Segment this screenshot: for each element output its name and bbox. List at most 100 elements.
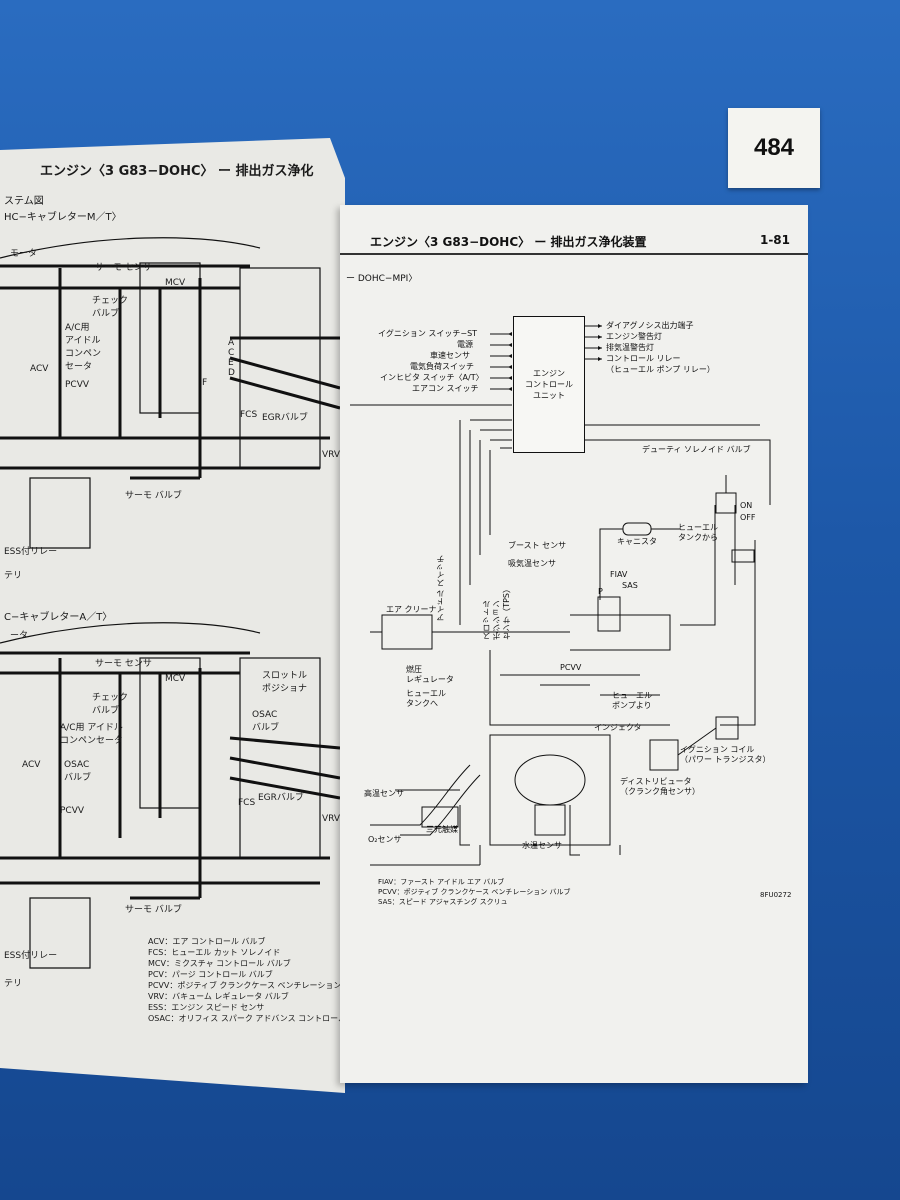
output-fuel-pump-relay: （ヒューエル ポンプ リレー） [606, 365, 715, 374]
upper-vrv-label: VRV [322, 450, 341, 460]
from-fuel-tank-label: ヒューエル タンクから [678, 523, 718, 542]
lower-ess-relay-label: ESS付リレー [4, 951, 58, 961]
upper-thermo-sensor-label: サーモ センサ [95, 263, 152, 273]
lower-fcs-label: FCS [238, 798, 256, 808]
input-power: 電源 [457, 340, 473, 349]
engine-control-unit: エンジン コントロール ユニット [513, 316, 585, 453]
right-legend-line: PCVV：ポジティブ クランクケース ベンチレーション バルブ [378, 888, 571, 896]
section-mt-title: HC−キャブレターM／T〉 [4, 212, 122, 223]
page-tag-card: 484 [728, 108, 820, 188]
input-vehicle-speed-sensor: 車速センサ [430, 351, 470, 360]
left-diagram-lines [0, 237, 341, 969]
left-legend-line: PCV：パージ コントロール バルブ [148, 970, 273, 979]
emission-system-diagram [350, 324, 771, 866]
output-exhaust-temp-warning-lamp: 排気温警告灯 [606, 343, 654, 352]
off-label: OFF [740, 513, 756, 522]
lower-egr-valve-label: EGRバルブ [258, 793, 304, 803]
upper-battery-label: テリ [4, 571, 23, 581]
lower-motor-label: ータ [10, 631, 29, 641]
ignition-coil-label: イグニション コイル （パワー トランジスタ） [680, 745, 771, 764]
o2-sensor-label: O₂センサ [368, 835, 402, 844]
upper-ac-idle-label: A/C用 アイドル コンペン セータ [65, 323, 102, 372]
upper-egr-valve-label: EGRバルブ [262, 413, 308, 423]
sas-label: SAS [622, 581, 638, 590]
upper-port-e: E [228, 358, 234, 368]
left-legend-line: PCVV：ポジティブ クランクケース ベンチレーション バルブ [148, 981, 368, 990]
right-legend: FIAV：ファースト アイドル エア バルブ PCVV：ポジティブ クランクケー… [378, 877, 570, 907]
left-page-header: エンジン〈3 G83−DOHC〉 ー 排出ガス浄化 [40, 164, 314, 179]
lower-battery-label: テリ [4, 979, 23, 989]
high-temp-sensor-label: 高温センサ [364, 789, 404, 798]
left-legend-line: ACV：エア コントロール バルブ [148, 937, 266, 946]
from-fuel-pump-label: ヒューエル ポンプより [612, 691, 652, 710]
header-rule [340, 253, 808, 255]
upper-thermo-valve-label: サーモ バルブ [125, 491, 182, 501]
left-legend-line: FCS：ヒューエル カット ソレノイド [148, 948, 281, 957]
distributor-label: ディストリビュータ （クランク角センサ） [620, 777, 700, 796]
right-page: エンジン〈3 G83−DOHC〉 ー 排出ガス浄化装置 1-81 ー DOHC−… [340, 205, 808, 1083]
right-legend-line: FIAV：ファースト アイドル エア バルブ [378, 878, 505, 886]
pcvv-label: PCVV [560, 663, 582, 672]
output-diagnosis-terminal: ダイアグノシス出力端子 [606, 321, 694, 330]
lower-throttle-positioner-label: スロットル ポジショナ [262, 671, 308, 694]
p-label: P [598, 587, 603, 596]
left-legend-line: ESS：エンジン スピード センサ [148, 1003, 265, 1012]
lower-osac-valve-label: OSAC バルブ [64, 760, 92, 783]
upper-ess-relay-label: ESS付リレー [4, 547, 58, 557]
upper-port-d: D [228, 368, 235, 378]
left-legend: ACV：エア コントロール バルブ FCS：ヒューエル カット ソレノイド MC… [148, 936, 368, 1024]
injector-label: インジェクタ [594, 723, 642, 732]
on-label: ON [740, 501, 753, 510]
idle-switch-label: アイドル スイッチ [436, 555, 445, 622]
ecu-label-line: コントロール [525, 380, 573, 389]
ecu-label-line: エンジン [533, 369, 565, 378]
section-at-title: C−キャブレターA／T〉 [4, 612, 113, 623]
input-electric-load-switch: 電気負荷スイッチ [410, 362, 474, 371]
lower-mcv-label: MCV [165, 674, 186, 684]
left-page: エンジン〈3 G83−DOHC〉 ー 排出ガス浄化 ステム図 HC−キャブレター… [0, 138, 345, 1093]
upper-acv-label: ACV [30, 364, 49, 374]
lower-acv-label: ACV [22, 760, 41, 770]
ecu-label-line: ユニット [533, 391, 565, 400]
upper-pcvv-label: PCVV [65, 380, 90, 390]
page-number: 1-81 [759, 233, 790, 247]
fuel-regulator-label: 燃圧 レギュレータ [406, 665, 454, 684]
lower-vrv-label: VRV [322, 814, 341, 824]
duty-solenoid-label: デューティ ソレノイド バルブ [642, 445, 751, 454]
right-legend-line: SAS：スピード アジャスチング スクリュ [378, 898, 508, 906]
lower-check-valve-label: チェック バルブ [92, 693, 129, 716]
fiav-label: FIAV [610, 570, 628, 579]
throttle-position-sensor-label: スロットル ポジション センサ（TPS） [482, 585, 511, 640]
intake-temp-sensor-label: 吸気温センサ [508, 559, 556, 568]
upper-mcv-label: MCV [165, 278, 186, 288]
catalyst-label: 三元触媒 [426, 825, 458, 834]
figure-code: 8FU0272 [760, 891, 792, 899]
lower-thermo-sensor-label: サーモ センサ [95, 659, 152, 669]
input-aircon-switch: エアコン スイッチ [412, 384, 479, 393]
upper-motor-label: モータ [10, 249, 38, 259]
lower-pcvv-label: PCVV [60, 806, 85, 816]
air-cleaner-label: エア クリーナ [386, 605, 437, 614]
right-page-header: エンジン〈3 G83−DOHC〉 ー 排出ガス浄化装置 [370, 235, 647, 249]
boost-sensor-label: ブースト センサ [508, 541, 567, 550]
output-control-relay: コントロール リレー [606, 354, 681, 363]
water-temp-sensor-label: 水温センサ [522, 841, 562, 850]
left-legend-line: MCV：ミクスチャ コントロール バルブ [148, 959, 291, 968]
to-fuel-tank-label: ヒューエル タンクへ [406, 689, 446, 708]
input-ignition-switch: イグニション スイッチ−ST [378, 329, 478, 338]
lower-ac-idle-label: A/C用 アイドル コンペンセータ [60, 723, 124, 746]
input-inhibitor-switch: インヒビタ スイッチ〈A/T〉 [380, 373, 484, 382]
canister-label: キャニスタ [617, 537, 657, 546]
left-legend-line: VRV：バキューム レギュレータ バルブ [148, 992, 289, 1001]
left-legend-line: OSAC：オリフィス スパーク アドバンス コントロール [148, 1014, 347, 1023]
upper-port-c: C [228, 348, 235, 358]
upper-port-a: A [228, 338, 235, 348]
lower-thermo-valve-label: サーモ バルブ [125, 905, 182, 915]
upper-fcs-label: FCS [240, 410, 258, 420]
output-engine-warning-lamp: エンジン警告灯 [606, 332, 662, 341]
right-page-subheader: ー DOHC−MPI〉 [346, 274, 418, 284]
upper-check-valve-label: チェック バルブ [92, 296, 129, 319]
system-label: ステム図 [4, 196, 44, 207]
upper-port-f: F [202, 378, 208, 388]
lower-osac-valve-right-label: OSAC バルブ [252, 710, 280, 733]
